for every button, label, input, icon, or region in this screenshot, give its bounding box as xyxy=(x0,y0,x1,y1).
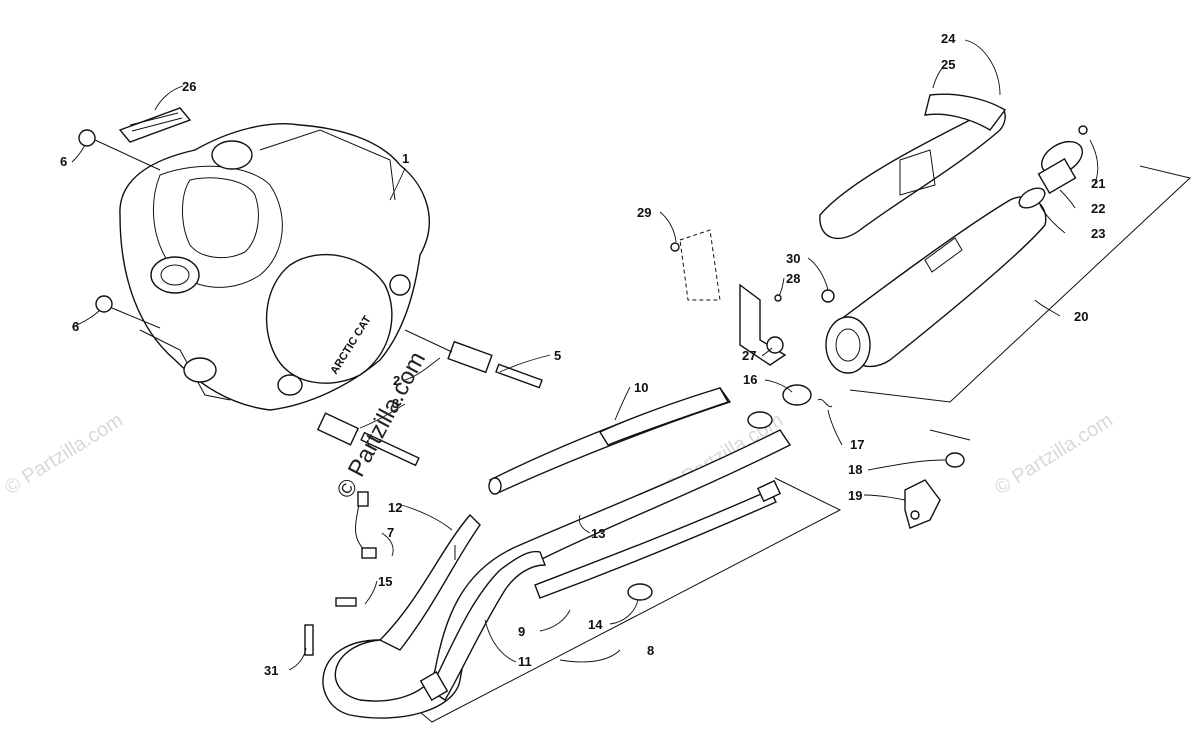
sleeves-and-studs xyxy=(316,329,543,467)
callout-24: 24 xyxy=(941,31,956,46)
callout-9: 9 xyxy=(518,624,525,639)
callout-29: 29 xyxy=(637,205,651,220)
heat-shield xyxy=(819,93,1007,240)
callout-1: 1 xyxy=(402,151,409,166)
frame-bracket xyxy=(929,429,971,441)
callout-3: 3 xyxy=(392,396,399,411)
mid-pipe xyxy=(488,387,732,495)
callout-23: 23 xyxy=(1091,226,1105,241)
callout-11: 11 xyxy=(518,654,532,669)
callout-19: 19 xyxy=(848,488,862,503)
callout-10: 10 xyxy=(634,380,648,395)
callout-5: 5 xyxy=(554,348,561,363)
callout-8: 8 xyxy=(647,643,654,658)
mount-nuts xyxy=(78,129,161,329)
callout-14: 14 xyxy=(588,617,603,632)
callout-2: 2 xyxy=(393,373,400,388)
callout-25: 25 xyxy=(941,57,955,72)
header-pipes xyxy=(304,429,792,719)
callout-28: 28 xyxy=(786,271,800,286)
callout-7: 7 xyxy=(387,525,394,540)
callout-26: 26 xyxy=(182,79,196,94)
callout-27: 27 xyxy=(742,348,756,363)
callout-18: 18 xyxy=(848,462,862,477)
callout-17: 17 xyxy=(850,437,864,452)
callout-12: 12 xyxy=(388,500,402,515)
callout-20: 20 xyxy=(1074,309,1088,324)
frame-muffler xyxy=(849,165,1192,403)
watermark-right: © Partzilla.com xyxy=(991,409,1117,499)
gasket-spring xyxy=(747,384,833,429)
callout-6-bottom: 6 xyxy=(72,319,79,334)
reference-frames xyxy=(419,165,1192,723)
watermark-left: © Partzilla.com xyxy=(1,409,127,499)
callout-6-top: 6 xyxy=(60,154,67,169)
callout-30: 30 xyxy=(786,251,800,266)
clamp-mount xyxy=(904,452,965,529)
callout-22: 22 xyxy=(1091,201,1105,216)
leader-lines xyxy=(71,39,1099,671)
callout-16: 16 xyxy=(743,372,757,387)
callout-21: 21 xyxy=(1091,176,1105,191)
callouts: 1 2 3 5 6 6 7 8 9 10 11 12 13 14 15 16 1… xyxy=(60,31,1105,678)
callout-15: 15 xyxy=(378,574,392,589)
muffler xyxy=(825,196,1047,374)
callout-13: 13 xyxy=(591,526,605,541)
engine-assembly: ARCTIC CAT xyxy=(119,123,430,411)
callout-31: 31 xyxy=(264,663,278,678)
frame-exhaust-pipes xyxy=(419,477,842,723)
muffler-bracket xyxy=(670,229,835,366)
spark-arrestor xyxy=(1018,125,1088,209)
